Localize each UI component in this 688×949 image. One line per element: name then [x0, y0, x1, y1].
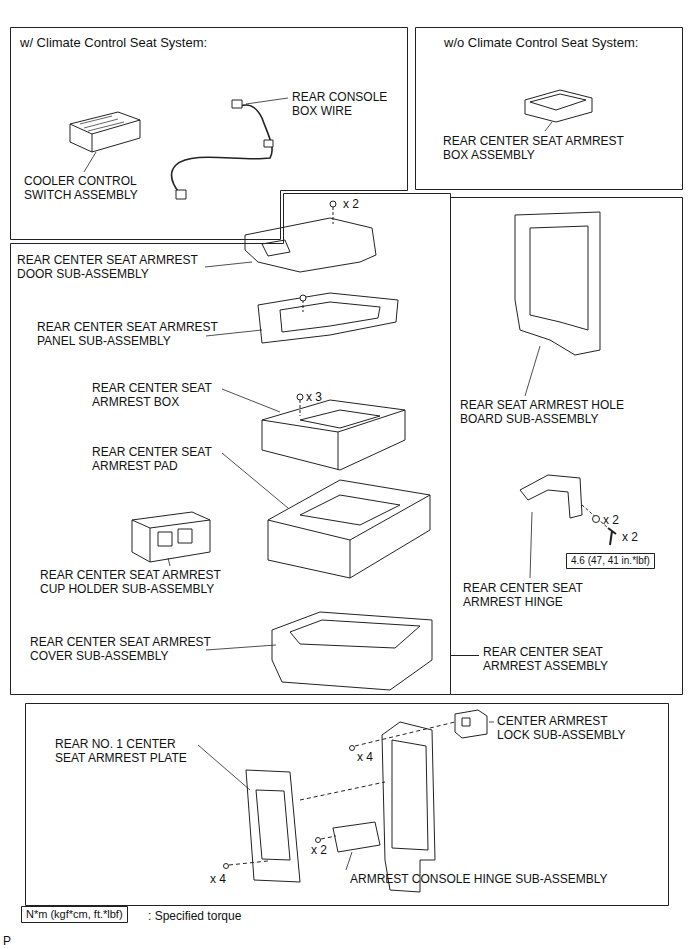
switch-figure: [70, 112, 140, 152]
quantity: x 2: [311, 843, 327, 857]
part-name: REAR CENTER SEAT ARMREST HINGE: [463, 581, 593, 609]
part-name: CENTER ARMREST LOCK SUB-ASSEMBLY: [497, 714, 637, 742]
quantity: x 2: [603, 513, 619, 527]
armrest-box-figure: [262, 394, 405, 470]
quantity: x 4: [210, 872, 226, 886]
wire-figure: [172, 100, 273, 199]
cover-figure: [272, 612, 432, 690]
hole-board-figure: [515, 212, 600, 355]
armrest-figure: [382, 722, 435, 892]
part-name: REAR CENTER SEAT ARMREST PANEL SUB-ASSEM…: [37, 320, 232, 348]
part-name: REAR CENTER SEAT ARMREST CUP HOLDER SUB-…: [40, 568, 240, 596]
part-name: COOLER CONTROL SWITCH ASSEMBLY: [24, 174, 149, 202]
part-name: REAR SEAT ARMREST HOLE BOARD SUB-ASSEMBL…: [460, 398, 635, 426]
box-border: [11, 28, 408, 240]
legend-box: N*m (kgf*cm, ft.*lbf): [21, 906, 128, 923]
assembly-name: REAR CENTER SEAT ARMREST ASSEMBLY: [483, 645, 623, 673]
part-name: REAR CENTER SEAT ARMREST DOOR SUB-ASSEMB…: [17, 253, 212, 281]
part-name: REAR CENTER SEAT ARMREST BOX: [92, 381, 222, 409]
console-hinge-figure: [333, 822, 380, 852]
legend-text: : Specified torque: [148, 909, 241, 923]
box-border: [11, 194, 683, 695]
hinge-figure: [520, 475, 616, 545]
part-name: REAR NO. 1 CENTER SEAT ARMREST PLATE: [55, 737, 195, 765]
group-box: w/o Climate Control Seat System:: [415, 27, 683, 190]
part-name: ARMREST CONSOLE HINGE SUB-ASSEMBLY: [350, 872, 608, 886]
group-heading: w/o Climate Control Seat System:: [444, 35, 638, 50]
box-border: [22, 907, 128, 923]
torque-value: 4.6 (47, 41 in.*lbf): [566, 553, 655, 569]
door-figure: [245, 201, 376, 272]
screws: [224, 746, 355, 869]
sheet-code: P: [3, 934, 11, 948]
box-figure: [525, 90, 592, 122]
part-name: REAR CENTER SEAT ARMREST BOX ASSEMBLY: [443, 134, 633, 162]
plate-figure: [246, 770, 300, 882]
quantity: x 3: [306, 390, 322, 404]
quantity: x 2: [622, 530, 638, 544]
part-name: REAR CENTER SEAT ARMREST COVER SUB-ASSEM…: [30, 635, 230, 663]
group-frame: [26, 704, 669, 906]
torque-unit: N*m (kgf*cm, ft.*lbf): [21, 906, 128, 923]
quantity: x 2: [343, 197, 359, 211]
dashed-guides: [229, 722, 455, 865]
panel-figure: [258, 293, 398, 343]
part-name: REAR CONSOLE BOX WIRE: [292, 90, 392, 118]
quantity: x 4: [357, 750, 373, 764]
box-border: [567, 554, 655, 569]
pad-figure: [268, 480, 430, 578]
cup-holder-figure: [132, 512, 210, 562]
lock-figure: [455, 710, 487, 738]
box-border: [416, 28, 683, 190]
box-outline: [415, 27, 683, 190]
part-name: REAR CENTER SEAT ARMREST PAD: [92, 445, 222, 473]
group-heading: w/ Climate Control Seat System:: [20, 35, 207, 50]
torque-box: 4.6 (47, 41 in.*lbf): [566, 553, 655, 569]
